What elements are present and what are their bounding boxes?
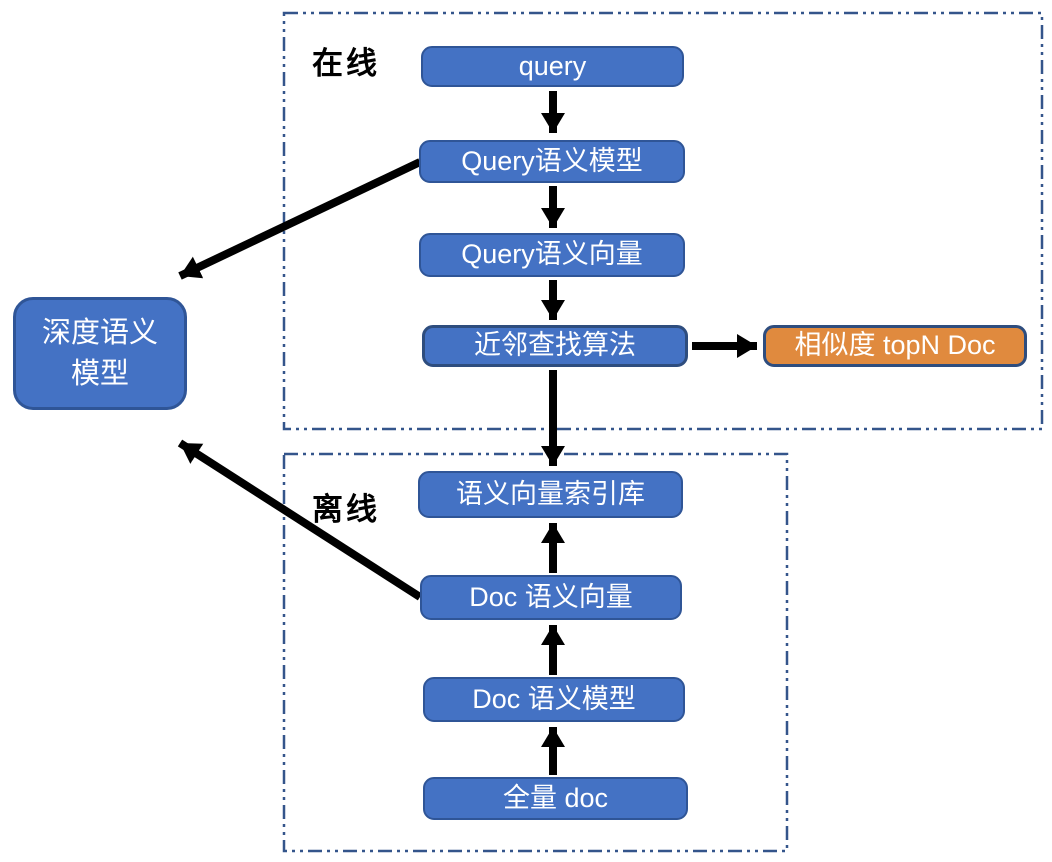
offline-section-border (282, 452, 789, 853)
node-doc-semantic-model: Doc 语义模型 (423, 677, 685, 722)
node-query-semantic-model: Query语义模型 (419, 140, 685, 183)
node-nearest-neighbor-search: 近邻查找算法 (422, 325, 688, 367)
node-semantic-vector-index: 语义向量索引库 (418, 471, 683, 518)
node-doc-semantic-vector: Doc 语义向量 (420, 575, 682, 620)
node-topn-doc: 相似度 topN Doc (763, 325, 1027, 367)
node-full-doc: 全量 doc (423, 777, 688, 820)
node-deep-semantic-model: 深度语义 模型 (13, 297, 187, 410)
arrow-query-model-to-deep-model (178, 158, 422, 280)
arrow-doc-vector-to-deep-model (177, 439, 423, 601)
offline-section-label: 离线 (312, 492, 380, 527)
online-section-label: 在线 (312, 46, 380, 81)
node-query-semantic-vector: Query语义向量 (419, 233, 685, 277)
online-section-border (282, 11, 1044, 431)
node-query: query (421, 46, 684, 87)
